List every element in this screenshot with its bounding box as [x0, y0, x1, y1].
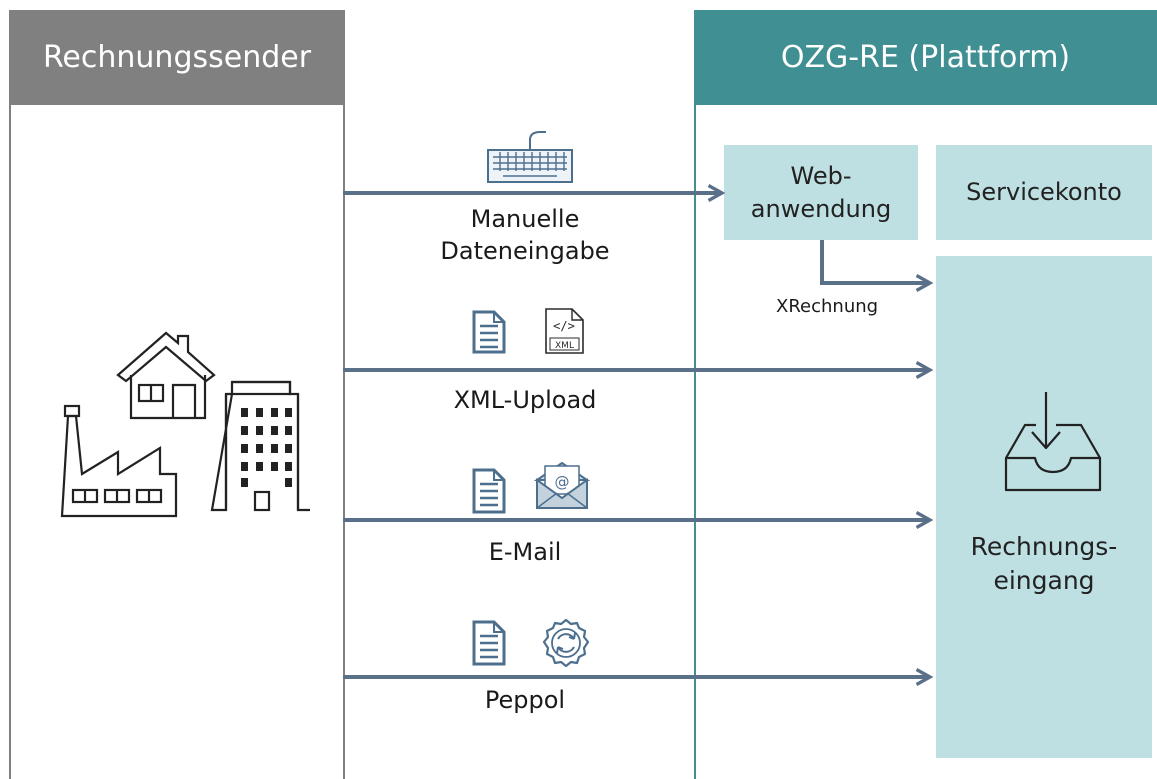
platform-title: OZG-RE (Plattform) [780, 40, 1071, 75]
document-icon [472, 620, 506, 666]
platform-header: OZG-RE (Plattform) [694, 10, 1157, 105]
factory-icon [60, 404, 178, 518]
buildings-illustration [60, 331, 310, 518]
invoice-inbox-box: Rechnungs- eingang [936, 256, 1152, 758]
web-app-box: Web- anwendung [724, 145, 918, 240]
invoice-inbox-label: Rechnungs- eingang [970, 532, 1118, 595]
sync-gear-icon [542, 618, 590, 668]
email-icon: @ [533, 461, 591, 509]
sender-header: Rechnungssender [9, 10, 345, 105]
tower-windows [241, 408, 292, 487]
office-tower-icon [210, 380, 310, 512]
inbox-icon [1004, 392, 1102, 492]
document-icon [472, 468, 506, 514]
sender-column [9, 105, 345, 779]
web-app-label: Web- anwendung [750, 162, 892, 223]
house-icon [116, 331, 216, 420]
channel-label-email: E-Mail [488, 538, 562, 566]
channel-label-xml-upload: XML-Upload [453, 386, 597, 414]
keyboard-icon [487, 131, 573, 183]
service-account-box: Servicekonto [936, 145, 1152, 240]
svg-text:XML: XML [555, 341, 574, 351]
platform-column [694, 105, 1157, 779]
service-account-label: Servicekonto [966, 178, 1122, 207]
svg-text:</>: </> [553, 319, 575, 333]
sender-title: Rechnungssender [42, 40, 312, 75]
svg-text:@: @ [555, 473, 570, 491]
channel-label-manual: Manuelle Dateneingabe [440, 205, 610, 266]
xrechnung-label: XRechnung [776, 296, 879, 317]
xml-file-icon: </> XML [545, 308, 584, 354]
channel-label-peppol: Peppol [484, 686, 566, 714]
arrow-xrechnung [820, 240, 930, 283]
document-icon [472, 310, 506, 354]
